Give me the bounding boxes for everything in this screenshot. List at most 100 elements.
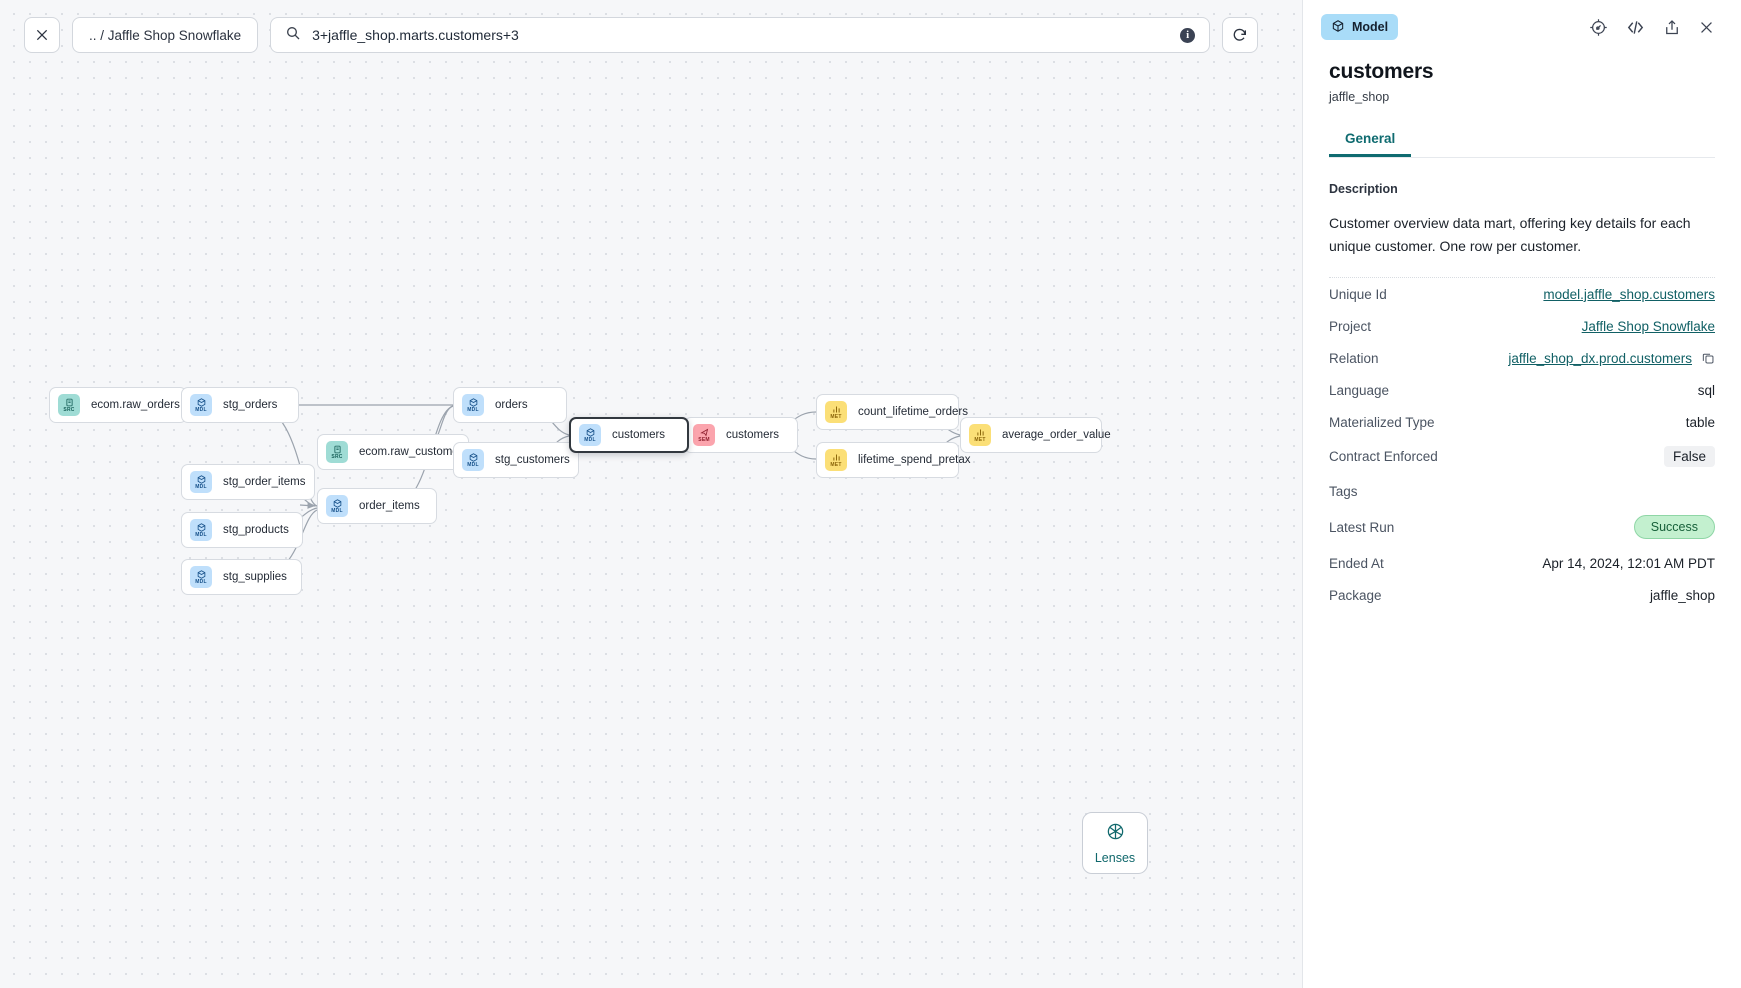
close-icon	[36, 29, 48, 41]
mdl-badge-icon: MDL	[462, 449, 484, 471]
graph-node-label: customers	[726, 429, 780, 441]
field-value: model.jaffle_shop.customers	[1543, 287, 1715, 302]
graph-node-label: stg_supplies	[223, 571, 287, 583]
panel-header: customers jaffle_shop	[1303, 54, 1741, 104]
graph-node-label: ecom.raw_orders	[91, 399, 180, 411]
refresh-icon	[1233, 28, 1247, 41]
src-badge-icon: SRC	[326, 441, 348, 463]
field-row: Tags	[1329, 475, 1715, 507]
graph-node-ecom_raw_customers[interactable]: SRC ecom.raw_customers	[317, 434, 469, 470]
lineage-toolbar: .. / Jaffle Shop Snowflake i	[0, 0, 1302, 70]
field-value: False	[1663, 446, 1715, 468]
field-key: Relation	[1329, 350, 1379, 366]
field-key: Unique Id	[1329, 286, 1387, 302]
graph-node-label: count_lifetime_orders	[858, 406, 968, 418]
code-icon[interactable]	[1625, 18, 1646, 37]
copy-icon[interactable]	[1701, 351, 1715, 365]
breadcrumb[interactable]: .. / Jaffle Shop Snowflake	[72, 17, 259, 53]
status-badge: False	[1663, 446, 1715, 468]
field-key: Package	[1329, 587, 1382, 603]
graph-node-label: lifetime_spend_pretax	[858, 454, 971, 466]
field-row: Project Jaffle Shop Snowflake	[1329, 310, 1715, 342]
field-value: jaffle_shop_dx.prod.customers	[1508, 351, 1715, 366]
search-icon	[285, 25, 301, 46]
refresh-button[interactable]	[1222, 17, 1259, 53]
breadcrumb-label: .. / Jaffle Shop Snowflake	[89, 27, 242, 43]
field-row: Contract Enforced False	[1329, 438, 1715, 475]
field-value: sql	[1697, 382, 1715, 398]
graph-node-label: orders	[495, 399, 528, 411]
target-icon[interactable]	[1589, 18, 1608, 37]
cube-icon	[1331, 19, 1345, 36]
status-badge[interactable]: Success	[1633, 515, 1715, 540]
mdl-badge-icon: MDL	[462, 394, 484, 416]
field-row: Ended At Apr 14, 2024, 12:01 AM PDT	[1329, 547, 1715, 579]
description-text: Customer overview data mart, offering ke…	[1329, 212, 1715, 279]
graph-node-customers_model[interactable]: MDL customers	[569, 417, 689, 453]
node-type-badge[interactable]: Model	[1321, 14, 1399, 40]
field-key: Ended At	[1329, 555, 1384, 571]
src-badge-icon: SRC	[58, 394, 80, 416]
graph-node-label: ecom.raw_customers	[359, 446, 469, 458]
graph-node-label: stg_products	[223, 524, 289, 536]
graph-node-label: average_order_value	[1002, 429, 1111, 441]
graph-node-label: stg_orders	[223, 399, 278, 411]
node-type-label: Model	[1352, 20, 1389, 34]
graph-node-count_lifetime[interactable]: MET count_lifetime_orders	[816, 394, 968, 430]
graph-node-stg_order_items[interactable]: MDL stg_order_items	[181, 464, 315, 500]
mdl-badge-icon: MDL	[326, 495, 348, 517]
lenses-button[interactable]: Lenses	[1082, 812, 1148, 874]
field-value: Jaffle Shop Snowflake	[1582, 319, 1715, 334]
graph-node-label: stg_order_items	[223, 476, 306, 488]
info-icon[interactable]: i	[1180, 27, 1196, 43]
field-link[interactable]: Jaffle Shop Snowflake	[1581, 318, 1715, 334]
graph-node-stg_orders[interactable]: MDL stg_orders	[181, 387, 299, 423]
mdl-badge-icon: MDL	[579, 424, 601, 446]
search-input[interactable]	[312, 27, 1170, 43]
field-row: Relation jaffle_shop_dx.prod.customers	[1329, 342, 1715, 374]
field-key: Language	[1329, 382, 1390, 398]
graph-node-label: customers	[612, 429, 666, 441]
field-value: Apr 14, 2024, 12:01 AM PDT	[1542, 555, 1715, 571]
field-value: table	[1685, 414, 1715, 430]
mdl-badge-icon: MDL	[190, 394, 212, 416]
field-row: Materialized Type table	[1329, 406, 1715, 438]
field-link[interactable]: jaffle_shop_dx.prod.customers	[1508, 350, 1692, 366]
field-key: Contract Enforced	[1329, 449, 1438, 465]
field-key: Latest Run	[1329, 519, 1395, 535]
met-badge-icon: MET	[825, 401, 847, 423]
field-row: Unique Id model.jaffle_shop.customers	[1329, 278, 1715, 310]
graph-node-label: order_items	[359, 500, 420, 512]
close-lineage-button[interactable]	[24, 17, 60, 53]
panel-toolbar: Model	[1303, 0, 1741, 54]
share-icon[interactable]	[1663, 18, 1681, 37]
graph-node-order_items[interactable]: MDL order_items	[317, 488, 437, 524]
field-link[interactable]: model.jaffle_shop.customers	[1543, 286, 1715, 302]
field-key: Materialized Type	[1329, 414, 1435, 430]
field-row: Latest Run Success	[1329, 507, 1715, 547]
lineage-search[interactable]: i	[270, 17, 1211, 53]
panel-body: Description Customer overview data mart,…	[1303, 158, 1741, 988]
graph-node-orders[interactable]: MDL orders	[453, 387, 567, 423]
tab-general[interactable]: General	[1329, 126, 1411, 157]
panel-tabs: General	[1329, 126, 1715, 158]
mdl-badge-icon: MDL	[190, 471, 212, 493]
field-key: Project	[1329, 318, 1372, 334]
field-value: Success	[1633, 515, 1715, 540]
details-panel: Model	[1302, 0, 1741, 988]
panel-icon-group	[1589, 18, 1715, 37]
description-label: Description	[1329, 182, 1398, 196]
graph-node-ecom_raw_orders[interactable]: SRC ecom.raw_orders	[49, 387, 187, 423]
close-panel-icon[interactable]	[1698, 19, 1715, 36]
